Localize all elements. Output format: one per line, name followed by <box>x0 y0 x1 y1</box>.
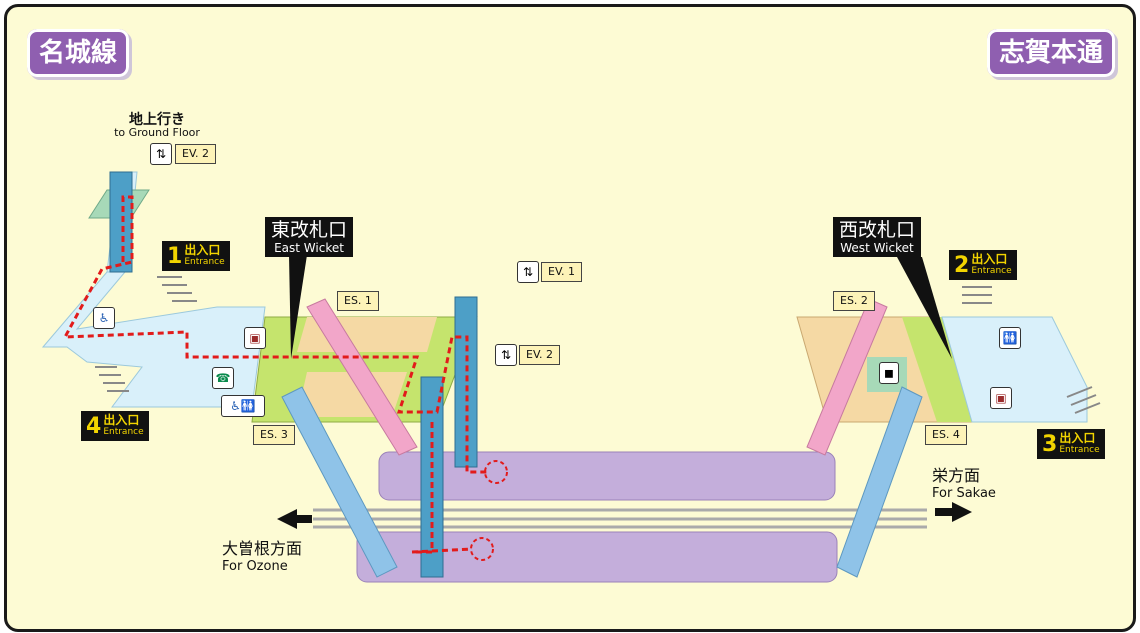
line-badge-meijo: 名城線 <box>27 29 130 77</box>
entrance-2-jp: 出入口 <box>971 252 1008 266</box>
route-end-lower <box>470 537 494 561</box>
ground-label-en: to Ground Floor <box>114 126 200 139</box>
direction-ozone: 大曽根方面 For Ozone <box>222 535 302 574</box>
es1-label: ES. 1 <box>337 291 379 311</box>
stairs-exit-3 <box>1066 386 1101 414</box>
escalator-es1 <box>306 298 418 456</box>
arrow-ozone <box>277 509 312 529</box>
accessible-route-lower <box>411 422 473 554</box>
direction-ozone-en: For Ozone <box>222 559 288 574</box>
es2-label: ES. 2 <box>833 291 875 311</box>
elevator-icon: ⇅ <box>495 344 517 366</box>
phone-icon: ☎ <box>212 367 234 389</box>
platform-lower <box>356 531 838 583</box>
escalator-es2 <box>806 298 888 456</box>
entrance-4-number: 4 <box>86 413 102 439</box>
escalator-es3 <box>281 386 398 578</box>
ev2-mid-label: EV. 2 <box>519 345 561 365</box>
ev2-top-label: EV. 2 <box>175 144 217 164</box>
east-wicket-jp: 東改札口 <box>271 219 348 241</box>
arrow-sakae <box>935 502 972 522</box>
es4-label: ES. 4 <box>925 425 967 445</box>
tracks <box>313 508 927 529</box>
accessible-route <box>62 195 487 474</box>
direction-sakae-jp: 栄方面 <box>932 466 981 485</box>
entrance-2-number: 2 <box>954 252 970 278</box>
stairs-exit-1 <box>157 276 197 302</box>
east-wicket-en: East Wicket <box>274 241 344 255</box>
entrance-1-number: 1 <box>167 243 183 269</box>
elevator-icon: ⇅ <box>517 261 539 283</box>
ticket-machine-icon: ▣ <box>244 327 266 349</box>
restroom-icon: 🚻 <box>999 327 1021 349</box>
station-map <box>41 171 1101 583</box>
entrance-1-en: Entrance <box>184 257 225 267</box>
direction-sakae: 栄方面 For Sakae <box>932 462 996 501</box>
accessible-toilet-icon: ♿🚻 <box>221 395 265 417</box>
entrance-1-jp: 出入口 <box>184 243 221 257</box>
ground-label-jp: 地上行き <box>129 112 185 128</box>
east-wicket-sign: 東改札口 East Wicket <box>265 217 354 257</box>
east-wicket-pointer <box>289 255 307 359</box>
west-concourse-green <box>902 317 977 422</box>
stairs-exit-2 <box>962 286 992 304</box>
elevator-icon: ⇅ <box>150 143 172 165</box>
entrance-4-en: Entrance <box>103 427 144 437</box>
wheelchair-icon: ♿ <box>93 307 115 329</box>
entrance-3-jp: 出入口 <box>1059 431 1096 445</box>
west-wicket-sign: 西改札口 West Wicket <box>833 217 922 257</box>
ticket-machine-icon: ▣ <box>990 387 1012 409</box>
entrance-2-en: Entrance <box>971 266 1012 276</box>
ev1-label: EV. 1 <box>541 262 583 282</box>
entrance-3-number: 3 <box>1042 431 1058 457</box>
west-wicket-en: West Wicket <box>840 241 914 255</box>
line-badge-shigahondori: 志賀本通 <box>987 29 1116 77</box>
entrance-4-jp: 出入口 <box>103 413 140 427</box>
direction-ozone-jp: 大曽根方面 <box>222 539 303 558</box>
platform-upper <box>378 451 836 501</box>
elevator-ev1-shaft <box>454 296 478 468</box>
station-office-icon: ◼ <box>879 362 899 384</box>
entrance-3-en: Entrance <box>1059 445 1100 455</box>
west-passage <box>941 316 1088 423</box>
es3-label: ES. 3 <box>253 425 295 445</box>
station-map-frame: 名城線 志賀本通 地上行き to Ground Floor ⇅ EV. 2 ⇅ … <box>4 4 1136 632</box>
direction-sakae-en: For Sakae <box>932 486 996 501</box>
west-wicket-pointer <box>897 257 952 359</box>
route-end-upper <box>484 460 508 484</box>
stairs-exit-4 <box>95 366 129 392</box>
west-wicket-jp: 西改札口 <box>839 219 916 241</box>
escalator-es4 <box>836 386 923 578</box>
elevator-ev2-ground <box>109 171 133 273</box>
